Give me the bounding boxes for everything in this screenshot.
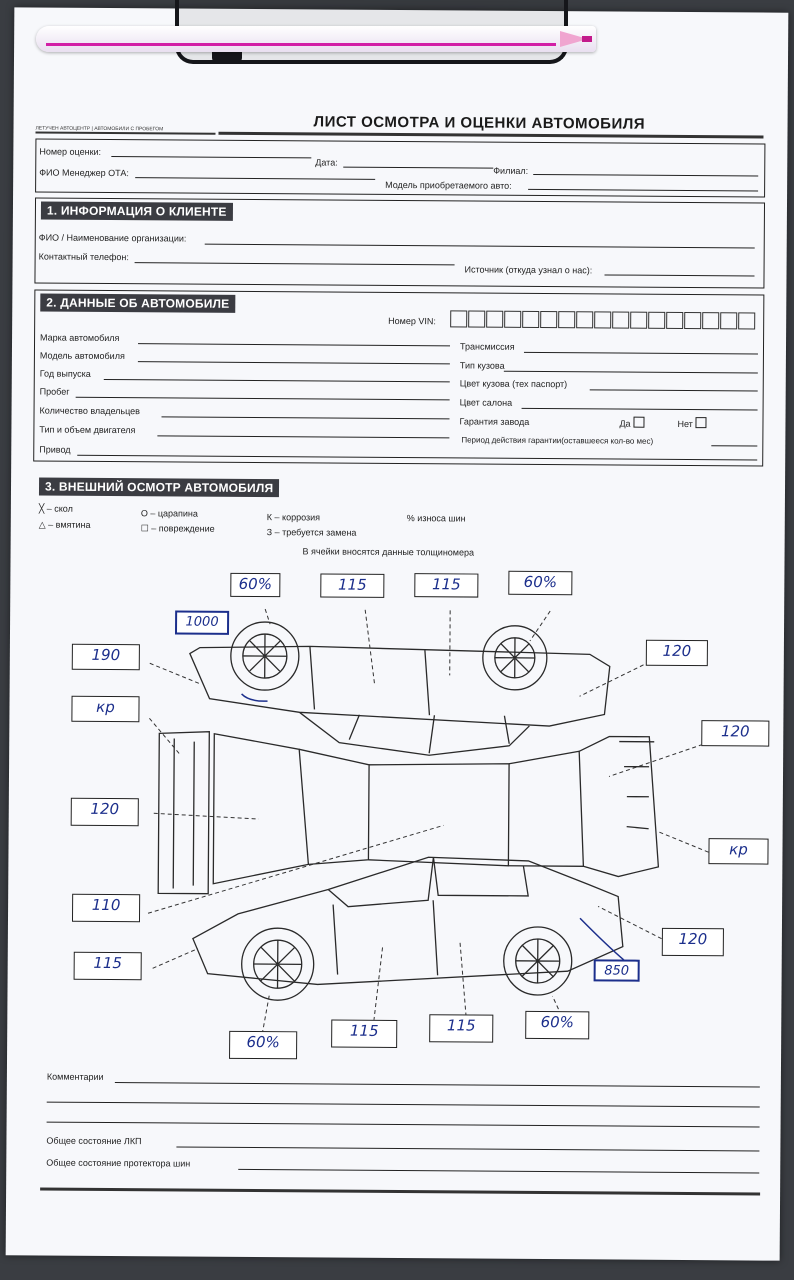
reading-bottom-door-right[interactable]: 115 <box>429 1014 494 1043</box>
pencil-tip <box>560 31 592 47</box>
engine-label: Тип и объем двигателя <box>39 424 136 436</box>
reading-trunk[interactable]: 120 <box>70 797 139 827</box>
source-label: Источник (откуда узнал о нас): <box>464 264 593 276</box>
brand-label: Марка автомобиля <box>40 332 120 344</box>
warranty-no[interactable]: Нет <box>677 417 707 429</box>
warranty-label: Гарантия завода <box>459 416 530 427</box>
manager-label: ФИО Менеджер ОТА: <box>39 167 129 179</box>
vin-cells[interactable] <box>450 310 770 330</box>
legend-damage: ☐ – повреждение <box>140 523 215 534</box>
reading-top-door-left[interactable]: 115 <box>320 573 385 598</box>
reading-top-tire-left[interactable]: 60% <box>230 572 281 598</box>
reading-bottom-tire-left[interactable]: 60% <box>229 1030 298 1060</box>
model-label: Модель приобретаемого авто: <box>385 179 512 191</box>
phone-label: Контактный телефон: <box>38 251 129 263</box>
client-name-label: ФИО / Наименование организации: <box>38 232 187 244</box>
no-checkbox[interactable] <box>695 417 707 429</box>
year-label: Год выпуска <box>39 368 91 379</box>
branch-label: Филиал: <box>493 165 529 176</box>
legend-chip: ╳ – скол <box>38 503 73 514</box>
paint-label: Общее состояние ЛКП <box>46 1135 142 1147</box>
reading-top-door-right[interactable]: 115 <box>414 573 479 598</box>
warranty-period-label: Период действия гарантии(оставшееся кол-… <box>461 435 654 446</box>
section3-title: 3. ВНЕШНИЙ ОСМОТР АВТОМОБИЛЯ <box>38 477 280 498</box>
legend-scratch: О – царапина <box>140 508 198 519</box>
date-label: Дата: <box>315 157 338 168</box>
body-label: Тип кузова <box>459 360 505 371</box>
drive-label: Привод <box>39 444 71 455</box>
reading-fender-front-top[interactable]: 120 <box>645 639 708 667</box>
body-color-label: Цвет кузова (тех паспорт) <box>459 378 568 390</box>
reading-top-tire-right[interactable]: 60% <box>508 570 573 596</box>
owners-label: Количество владельцев <box>39 405 140 417</box>
reading-bottom-door-left[interactable]: 115 <box>331 1019 398 1049</box>
warranty-yes[interactable]: Да <box>619 416 645 429</box>
pencil <box>36 26 596 52</box>
reading-bumper-front-mark[interactable]: кр <box>708 838 769 865</box>
comments-label: Комментарии <box>46 1071 104 1082</box>
car-diagram <box>147 608 710 1035</box>
number-label: Номер оценки: <box>39 146 102 157</box>
reading-fender-rear-right[interactable]: 120 <box>661 927 724 957</box>
reading-blue-left[interactable]: 1000 <box>174 610 230 635</box>
reading-bottom-tire-right[interactable]: 60% <box>525 1010 590 1040</box>
reading-bumper-rear-left[interactable]: кр <box>71 695 140 723</box>
tread-label: Общее состояние протектора шин <box>46 1157 191 1169</box>
reading-roof[interactable]: 110 <box>71 893 141 923</box>
legend-corrosion: К – коррозия <box>266 512 321 523</box>
reading-fender-front-left[interactable]: 115 <box>73 951 142 981</box>
section1-title: 1. ИНФОРМАЦИЯ О КЛИЕНТЕ <box>40 201 233 221</box>
interior-color-label: Цвет салона <box>459 397 513 408</box>
legend-dent: △ – вмятина <box>38 519 91 530</box>
reading-fender-rear-left[interactable]: 190 <box>71 643 140 671</box>
yes-checkbox[interactable] <box>633 416 645 428</box>
transmission-label: Трансмиссия <box>459 341 515 352</box>
legend-replace: З – требуется замена <box>266 527 357 538</box>
legend-wear: % износа шин <box>406 513 466 524</box>
page-title: ЛИСТ ОСМОТРА И ОЦЕНКИ АВТОМОБИЛЯ <box>313 113 646 133</box>
car-model-label: Модель автомобиля <box>39 350 125 362</box>
section2-title: 2. ДАННЫЕ ОБ АВТОМОБИЛЕ <box>40 293 236 313</box>
thickness-note: В ячейки вносятся данные толщиномера <box>302 546 475 558</box>
inspection-sheet: ЛЕТУЧЕН АВТОЦЕНТР | АВТОМОБИЛИ С ПРОБЕГО… <box>5 7 789 1261</box>
vin-label: Номер VIN: <box>388 315 436 327</box>
mileage-label: Пробег <box>39 386 70 397</box>
reading-bumper-front-right[interactable]: 120 <box>701 720 770 747</box>
reading-blue-right[interactable]: 850 <box>593 959 640 982</box>
